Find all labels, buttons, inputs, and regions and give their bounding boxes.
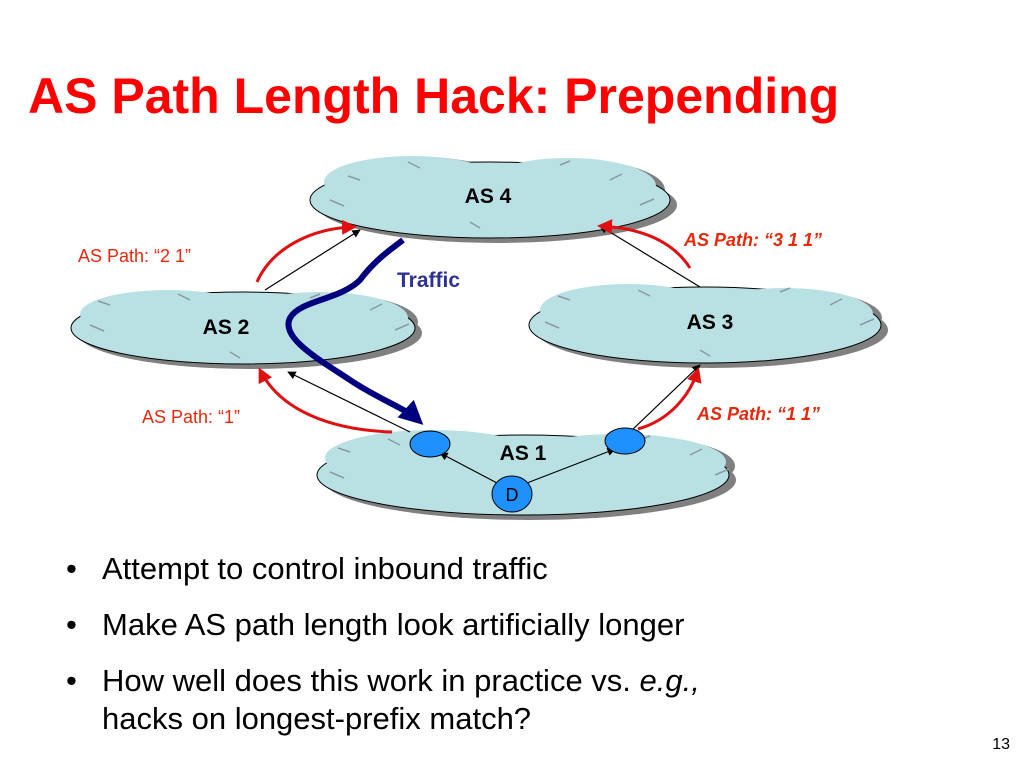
traffic-label: Traffic: [397, 269, 460, 292]
bullet-text-italic: e.g.,: [639, 663, 700, 698]
as-prepending-diagram: AS 4 AS 2 AS 3 AS 1 D AS Path: “2 1” AS …: [70, 156, 888, 520]
advert-arrow-as2-as4: [255, 219, 357, 283]
bullet-text: Attempt to control inbound traffic: [102, 551, 548, 586]
link-as1-as2: [287, 371, 411, 433]
path-label-as2-as4: AS Path: “2 1”: [78, 246, 191, 266]
bullet-text-end: hacks on longest-prefix match?: [102, 701, 532, 736]
path-label-as3-as4: AS Path: “3 1 1”: [683, 230, 822, 250]
router-right: [604, 427, 646, 455]
bullet-list: • Attempt to control inbound traffic • M…: [66, 550, 946, 738]
cloud-as2: [70, 290, 422, 369]
as2-label: AS 2: [203, 316, 250, 339]
bullet-item: • Attempt to control inbound traffic: [66, 550, 946, 588]
link-d-right-router: [526, 447, 616, 484]
destination-node: [491, 475, 533, 513]
advert-arrow-as1-as3: [637, 367, 702, 431]
bullet-dot: •: [66, 663, 77, 698]
link-d-left-router: [439, 452, 498, 484]
as4-label: AS 4: [465, 185, 512, 208]
router-left: [409, 430, 451, 458]
link-as2-as4: [264, 229, 361, 291]
link-as1-as3: [629, 364, 701, 433]
cloud-as4: [309, 156, 677, 243]
link-as3-as4: [599, 225, 701, 288]
bullet-item: • Make AS path length look artificially …: [66, 606, 946, 644]
bullet-dot: •: [66, 607, 77, 642]
bullet-text-start: How well does this work in practice vs.: [102, 663, 640, 698]
destination-label: D: [506, 485, 519, 505]
page-number: 13: [992, 736, 1010, 753]
bullet-text: Make AS path length look artificially lo…: [102, 607, 685, 642]
as3-label: AS 3: [687, 311, 734, 334]
advert-arrow-as1-as2: [258, 367, 393, 434]
bullet-item: • How well does this work in practice vs…: [66, 662, 946, 738]
traffic-arrow: [285, 237, 424, 425]
path-label-as1-as2: AS Path: “1”: [142, 407, 240, 427]
as1-label: AS 1: [500, 442, 547, 465]
advert-arrow-as3-as4: [597, 219, 692, 269]
cloud-as3: [528, 284, 888, 368]
path-label-as1-as3: AS Path: “1 1”: [696, 404, 820, 424]
bullet-dot: •: [66, 551, 77, 586]
slide-title: AS Path Length Hack: Prepending: [28, 68, 840, 124]
